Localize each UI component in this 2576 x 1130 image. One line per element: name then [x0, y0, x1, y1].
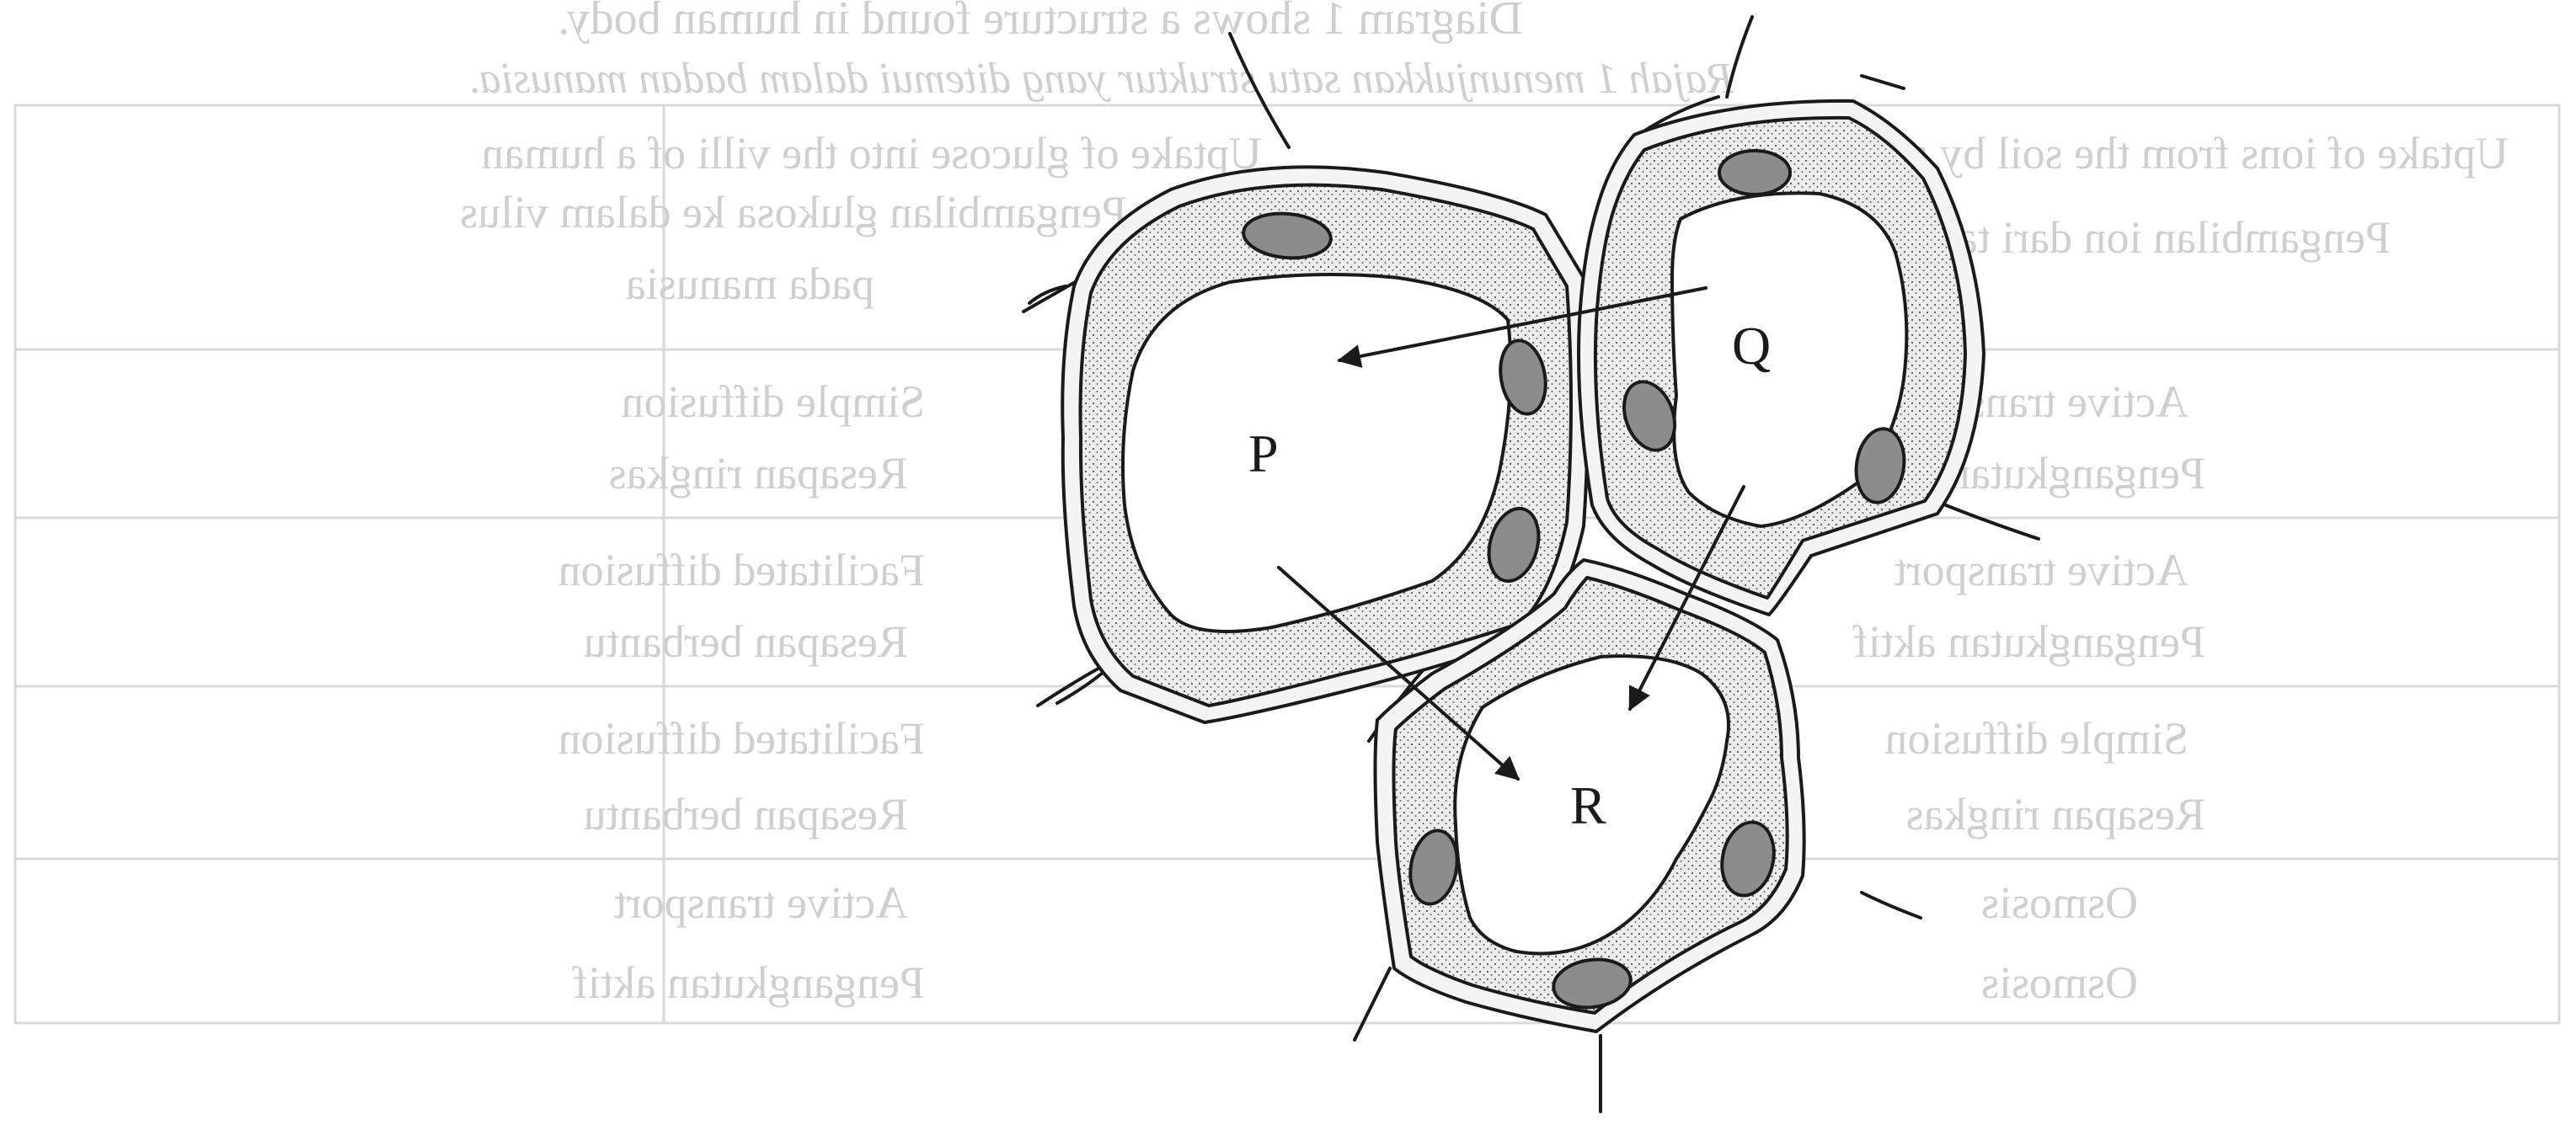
ghost-col-right-2: Pengambilan glukosa ke dalam vilus — [460, 187, 1127, 237]
ghost-row1-d: Resapan ringkas — [609, 448, 908, 498]
ghost-header-top: Diagram 1 shows a structure found in hum… — [558, 0, 1523, 45]
ghost-row2-d: Resapan berbantu — [584, 616, 908, 667]
ghost-row2-b: Pengangkutan aktif — [1853, 616, 2205, 667]
ghost-row4-c: Active transport — [614, 877, 908, 928]
ghost-row1-c: Simple diffusion — [621, 376, 925, 427]
ghost-row3-d: Resapan berbantu — [584, 789, 908, 840]
label-r: R — [1570, 776, 1606, 835]
ghost-row3-b: Resapan ringkas — [1906, 789, 2205, 840]
ghost-row4-b: Osmosis — [1981, 957, 2138, 1008]
ghost-row3-c: Facilitated diffusion — [558, 713, 925, 764]
ghost-col-right-3: pada manusia — [626, 259, 874, 309]
label-p: P — [1248, 424, 1279, 483]
label-q: Q — [1732, 316, 1771, 376]
plant-cells — [1023, 17, 2039, 1111]
ghost-row2-a: Active transport — [1895, 545, 2189, 595]
ghost-header-ms: Rajah 1 menunjukkan satu struktur yang d… — [468, 55, 1734, 103]
ghost-row3-a: Simple diffusion — [1884, 713, 2189, 764]
ghost-row2-c: Facilitated diffusion — [558, 545, 925, 595]
ghost-row4-d: Pengangkutan aktif — [573, 957, 925, 1008]
ghost-col-right-1: Uptake of glucose into the villi of a hu… — [481, 128, 1262, 179]
nucleus — [1719, 151, 1790, 195]
ghost-row4-a: Osmosis — [1981, 877, 2138, 928]
